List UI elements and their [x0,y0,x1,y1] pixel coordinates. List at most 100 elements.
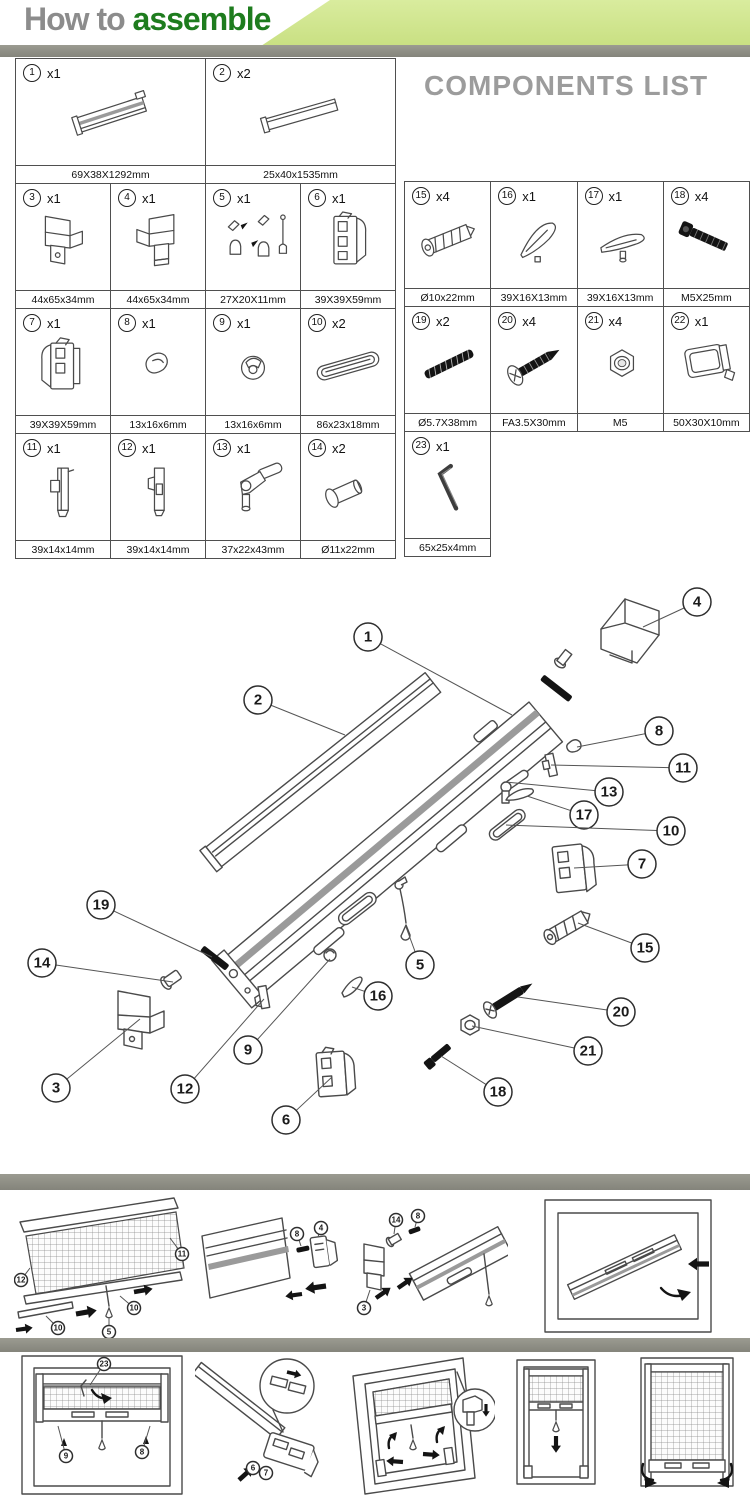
callout-circle-14 [27,948,57,978]
callout-circle-16 [363,981,393,1011]
part-dimension: 39X16X13mm [576,288,664,307]
callout-number-17: 17 [576,807,593,824]
step-pull-screen [516,1359,596,1485]
callout-leader-12 [193,998,265,1079]
callout-leader-14 [393,1226,396,1235]
callout-number-23: 23 [100,1360,109,1369]
side-track-profile-drawing [199,671,442,873]
callout-leader-23 [89,1369,101,1386]
mounting-clip-icon [683,343,735,381]
empty-cell [491,539,577,557]
end-cap-left-drawing [566,739,582,753]
header-green-shape [262,0,750,45]
part-qty: x1 [237,440,251,456]
callout-number-18: 18 [490,1084,507,1101]
wall-anchor-icon [421,223,475,257]
corner-bracket-left-icon [44,215,83,265]
callout-circle-11 [174,1246,190,1262]
page-title: How to assemble [24,1,272,38]
dims-row: 65x25x4mm [403,538,750,557]
part-dimension: 25x40x1535mm [205,165,396,184]
part-dimension: 39x14x14mm [15,540,111,559]
part-number-badge: 18 [670,187,689,205]
callout-number-11: 11 [178,1250,187,1259]
callout-leader-5 [405,926,416,953]
end-housing-right-icon [41,337,81,390]
part-qty: x2 [332,315,346,331]
parts-row: 23 x1 [403,431,750,539]
step-slide-into-frame [544,1199,712,1333]
threaded-stud-icon [424,349,474,379]
callout-number-14: 14 [34,955,51,972]
callout-leader-15 [577,922,633,944]
callout-number-10: 10 [663,823,680,840]
crank-handle-icon [240,462,283,512]
latch-left-icon [50,467,75,518]
callout-leader-8 [576,733,646,748]
callout-number-4: 4 [693,594,702,611]
callout-circle-3 [356,1300,372,1316]
step-track-connector: 67 [195,1358,319,1485]
part-number-badge: 19 [412,312,430,330]
callout-number-5: 5 [107,1328,112,1337]
callout-number-8: 8 [655,723,663,740]
hex-nut-drawing [460,1014,480,1036]
part-qty: x1 [237,190,251,206]
fin-cap-right-drawing [505,787,535,801]
end-cap-right-drawing [323,948,337,962]
callout-leader-16 [351,986,365,992]
latch-right-icon [147,467,165,517]
part-dimension: 39X16X13mm [490,288,578,307]
callout-number-9: 9 [64,1452,69,1461]
callout-number-14: 14 [392,1216,401,1225]
top-track-profile-icon [70,90,147,136]
part-qty: x4 [522,313,536,329]
callout-circle-2 [243,685,273,715]
callout-leader-19 [113,910,213,958]
part-number-badge: 23 [412,437,430,455]
part-dimension: 50X30X10mm [662,413,750,432]
part-qty: x1 [142,315,156,331]
callout-circle-3 [41,1073,71,1103]
page-title-green: assemble [132,1,272,37]
part-dimension: 37x22x43mm [205,540,301,559]
part-qty: x1 [694,313,709,329]
callout-circle-7 [258,1465,274,1481]
part-number-badge: 14 [308,439,326,457]
callout-number-20: 20 [613,1004,630,1021]
part-dimension: 27X20X11mm [205,290,301,309]
part-qty: x1 [47,315,61,331]
callout-circle-10 [126,1300,142,1316]
callout-circle-8 [410,1208,426,1224]
callout-circle-18 [483,1077,513,1107]
divider-bar-bottom [0,1338,750,1352]
callout-circle-14 [388,1212,404,1228]
rivet-pin-icon [325,479,363,508]
part-qty: x1 [436,438,450,454]
part-dimension: 44x65x34mm [15,290,111,309]
callout-leader-12 [24,1267,31,1276]
callout-leader-1 [380,643,513,716]
part-dimension: 39X39X59mm [300,290,396,309]
callout-number-13: 13 [601,784,618,801]
